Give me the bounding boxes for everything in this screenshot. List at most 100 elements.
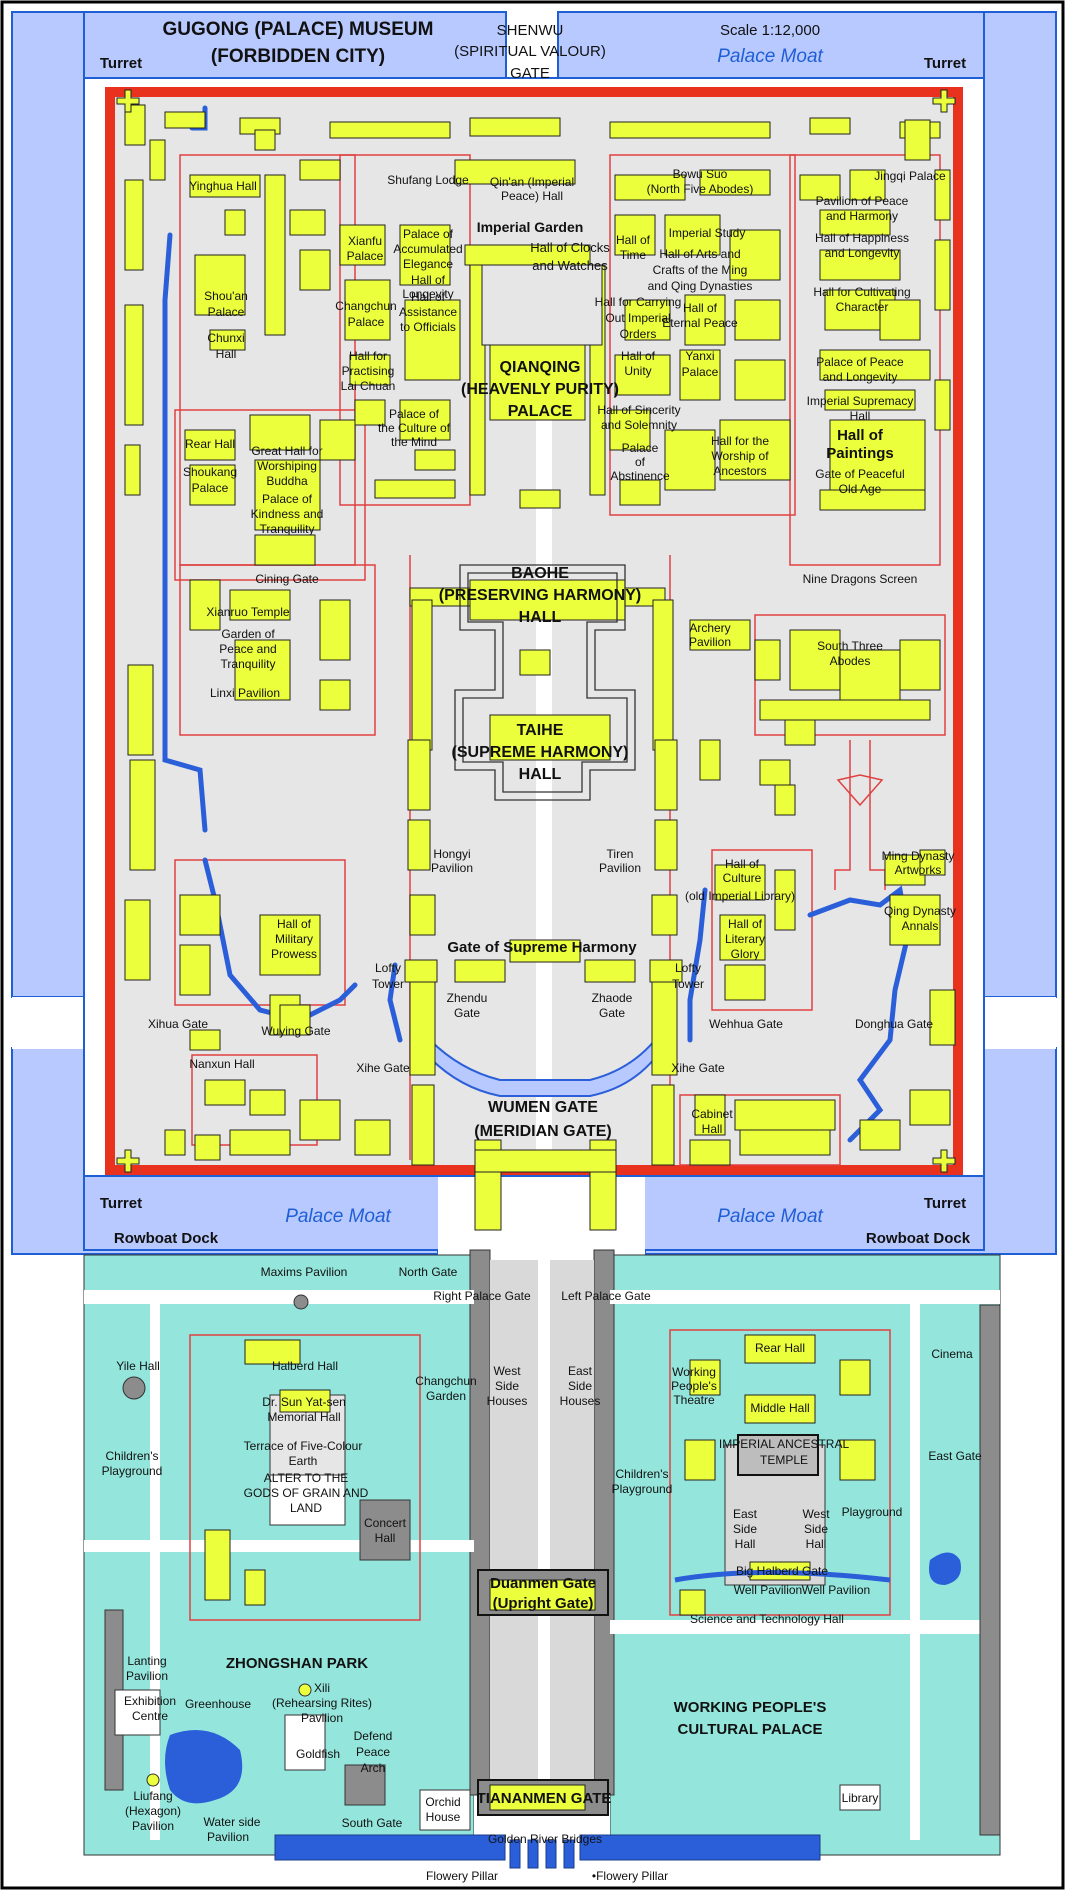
- label-peaceful-old-1: Gate of Peaceful: [815, 467, 904, 481]
- label-workers-theatre-2: People's: [671, 1379, 717, 1393]
- label-worship-ancestors-3: Ancestors: [713, 464, 766, 478]
- label-culture-hall-1: Hall of: [725, 857, 760, 871]
- label-flowery-e: •Flowery Pillar: [592, 1869, 668, 1883]
- label-time-2: Time: [620, 248, 647, 262]
- moat-west-upper: [11, 11, 85, 998]
- label-arts-1: Hall of Arts and: [659, 247, 740, 261]
- label-childrens-e-2: Playground: [612, 1482, 673, 1496]
- label-xianfu-2: Palace: [347, 249, 384, 263]
- label-taihe-1: TAIHE: [517, 722, 564, 739]
- label-right-palace: Right Palace Gate: [433, 1289, 531, 1303]
- palace-buildings: [124, 104, 956, 1231]
- label-xihe: Xihe Gate: [356, 1061, 410, 1075]
- label-liufang-1: Liufang: [133, 1789, 172, 1803]
- turret-label-ne: Turret: [924, 55, 966, 72]
- turret-label-nw: Turret: [100, 55, 142, 72]
- label-orders-1: Hall for Carrying: [595, 295, 682, 309]
- moat-north-east: [557, 11, 1053, 79]
- label-sun-2: Memorial Hall: [267, 1410, 340, 1424]
- label-hongyi-2: Pavilion: [431, 861, 473, 875]
- label-halberd: Halberd Hall: [272, 1359, 338, 1373]
- label-culture-mind-3: the Mind: [391, 435, 437, 449]
- label-assistance-3: to Officials: [400, 320, 456, 334]
- map-scale: Scale 1:12,000: [720, 22, 820, 39]
- palace-moat-label-ne: Palace Moat: [717, 46, 823, 67]
- label-tiren-1: Tiren: [607, 847, 634, 861]
- label-goldfish: Goldfish: [296, 1747, 340, 1761]
- label-qianqing-1: QIANQING: [500, 359, 581, 376]
- rowboat-dock-label-w: Rowboat Dock: [114, 1230, 219, 1247]
- label-ancestral-2: TEMPLE: [760, 1453, 808, 1467]
- label-rear-hall: Rear Hall: [185, 437, 235, 451]
- label-changchun-garden-1: Changchun: [415, 1374, 476, 1388]
- label-east-side-3: Hall: [735, 1537, 756, 1551]
- label-duanmen-2: (Upright Gate): [493, 1595, 594, 1612]
- label-cabinet-2: Hall: [702, 1122, 723, 1136]
- label-qing-annals-2: Annals: [902, 919, 939, 933]
- label-xianfu-1: Xianfu: [348, 234, 382, 248]
- label-workers-palace-2: CULTURAL PALACE: [678, 1721, 823, 1738]
- label-supremacy-1: Imperial Supremacy: [807, 394, 914, 408]
- label-donghua: Donghua Gate: [855, 1017, 933, 1031]
- label-qianqing-3: PALACE: [508, 403, 573, 420]
- label-yanxi-2: Palace: [682, 365, 719, 379]
- label-defend-3: Arch: [361, 1761, 386, 1775]
- label-shoukang-2: Palace: [192, 481, 229, 495]
- label-shouan-1: Shou'an: [204, 289, 248, 303]
- label-north-gate: North Gate: [399, 1265, 458, 1279]
- cultural-palace-pond: [929, 1552, 961, 1585]
- label-yile: Yile Hall: [116, 1359, 160, 1373]
- label-liufang-3: Pavilion: [132, 1819, 174, 1833]
- label-shouan-2: Palace: [208, 305, 245, 319]
- label-abstinence-2: of: [635, 455, 646, 469]
- shenwu-gate-label-2: (SPIRITUAL VALOUR): [454, 43, 606, 60]
- label-kindness-1: Palace of: [262, 492, 313, 506]
- label-happiness-1: Hall of Happiness: [815, 231, 909, 245]
- label-altar-3: LAND: [290, 1501, 322, 1515]
- label-west-side-2: Side: [804, 1522, 828, 1536]
- label-sincerity-2: and Solemnity: [601, 418, 677, 432]
- label-archery-1: Archery: [689, 621, 730, 635]
- label-playground: Playground: [842, 1505, 903, 1519]
- label-culture-mind-1: Palace of: [389, 407, 440, 421]
- label-kindness-3: Tranquility: [260, 522, 315, 536]
- label-wehhua: Wehhua Gate: [709, 1017, 783, 1031]
- turret-label-sw: Turret: [100, 1195, 142, 1212]
- label-glory-2: Literary: [725, 932, 765, 946]
- label-buddha-3: Buddha: [266, 474, 308, 488]
- label-lofty-e-1: Lofty: [675, 961, 701, 975]
- label-duanmen-1: Duanmen Gate: [490, 1575, 596, 1592]
- label-terrace-2: Earth: [289, 1454, 318, 1468]
- label-well-pav-1: Well Pavilion: [734, 1583, 802, 1597]
- label-qianqing-2: (HEAVENLY PURITY): [461, 381, 619, 398]
- label-east-houses-2: Side: [568, 1379, 592, 1393]
- label-garden-peace-3: Tranquility: [221, 657, 276, 671]
- qianqing-courtyard: [481, 264, 603, 346]
- label-bowu-1: Bowu Suo: [673, 167, 728, 181]
- label-assistance-1: Hall of: [411, 290, 446, 304]
- label-south-abodes-1: South Three: [817, 639, 883, 653]
- palace-moat-label-sw: Palace Moat: [285, 1206, 391, 1227]
- label-kindness-2: Kindness and: [251, 507, 324, 521]
- rowboat-dock-label-e: Rowboat Dock: [866, 1230, 971, 1247]
- shenwu-gate-label-3: GATE: [510, 65, 550, 82]
- label-ming-arts-1: Ming Dynasty: [882, 849, 955, 863]
- label-taihe-3: HALL: [519, 766, 562, 783]
- label-library: Library: [842, 1791, 879, 1805]
- label-taiji-2: Longevity: [402, 287, 453, 301]
- three-great-halls-terrace: [454, 564, 636, 801]
- label-happiness-2: and Longevity: [825, 246, 900, 260]
- label-west-houses-2: Side: [495, 1379, 519, 1393]
- label-paintings-2: Paintings: [826, 445, 894, 462]
- label-defend-2: Peace: [356, 1745, 390, 1759]
- label-south-abodes-2: Abodes: [830, 654, 871, 668]
- label-nanxun: Nanxun Hall: [189, 1057, 254, 1071]
- label-chunxi-2: Hall: [216, 347, 237, 361]
- label-military-3: Prowess: [271, 947, 317, 961]
- label-orchid-2: House: [426, 1810, 461, 1824]
- label-glory-3: Glory: [731, 947, 760, 961]
- label-rear-hall-temple: Rear Hall: [755, 1341, 805, 1355]
- label-eternal-1: Hall of: [683, 301, 718, 315]
- label-baohe-1: BAOHE: [511, 565, 569, 582]
- label-chunxi-1: Chunxi: [207, 331, 244, 345]
